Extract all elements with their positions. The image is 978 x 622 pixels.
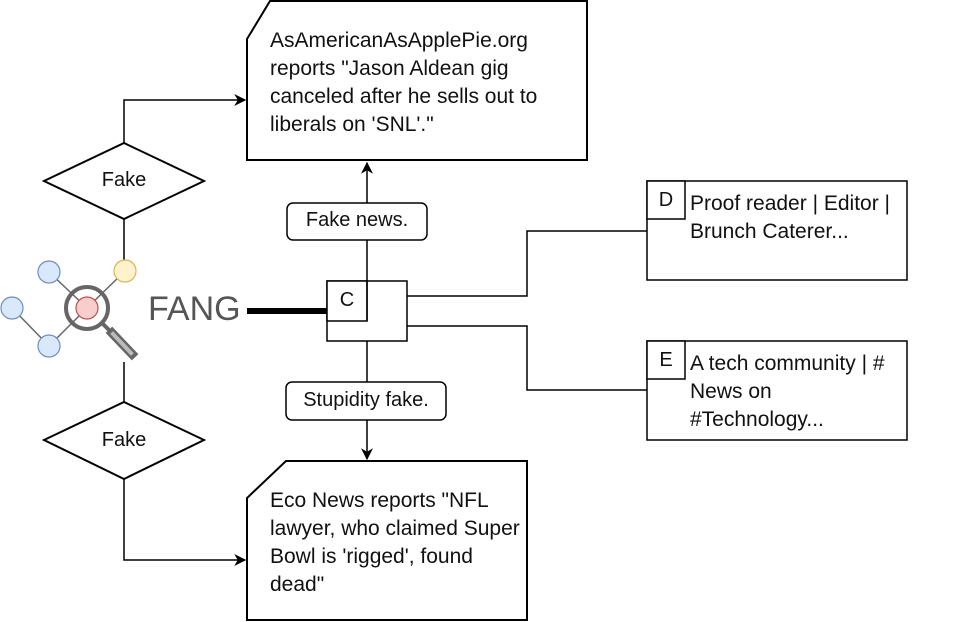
edge-label-stupidity-fake: Stupidity fake. — [303, 389, 429, 411]
node-d-text: Proof reader | Editor | Brunch Caterer..… — [690, 192, 896, 243]
node-e-text: A tech community | # News on #Technology… — [690, 352, 891, 431]
news-card-bottom — [246, 460, 528, 621]
edge-label-fake-news: Fake news. — [305, 209, 409, 231]
node-e-letter: E — [659, 349, 673, 371]
edge-c-to-e — [407, 325, 647, 391]
fang-label: FANG — [148, 290, 241, 328]
node-d-letter: D — [658, 189, 674, 211]
graph-search-icon — [0, 259, 139, 361]
news-card-top — [246, 0, 588, 161]
edge-c-to-d — [407, 230, 647, 297]
edge-label-bottom-box — [285, 381, 447, 421]
fake-label-bottom: Fake — [101, 429, 147, 451]
edge-fake-bottom-to-news-bottom — [123, 479, 247, 566]
news-top-text: AsAmericanAsApplePie.org reports "Jason … — [270, 29, 544, 136]
node-d-box — [646, 180, 908, 281]
center-node-letter: C — [339, 289, 355, 311]
node-d-letter-box — [646, 180, 686, 220]
edge-fake-top-to-news-top — [123, 94, 247, 143]
edge-label-top-box — [286, 202, 428, 241]
news-bottom-text: Eco News reports "NFL lawyer, who claime… — [270, 489, 520, 596]
node-e-box — [646, 340, 908, 441]
fake-label-top: Fake — [101, 169, 147, 191]
node-e-letter-box — [646, 340, 686, 380]
